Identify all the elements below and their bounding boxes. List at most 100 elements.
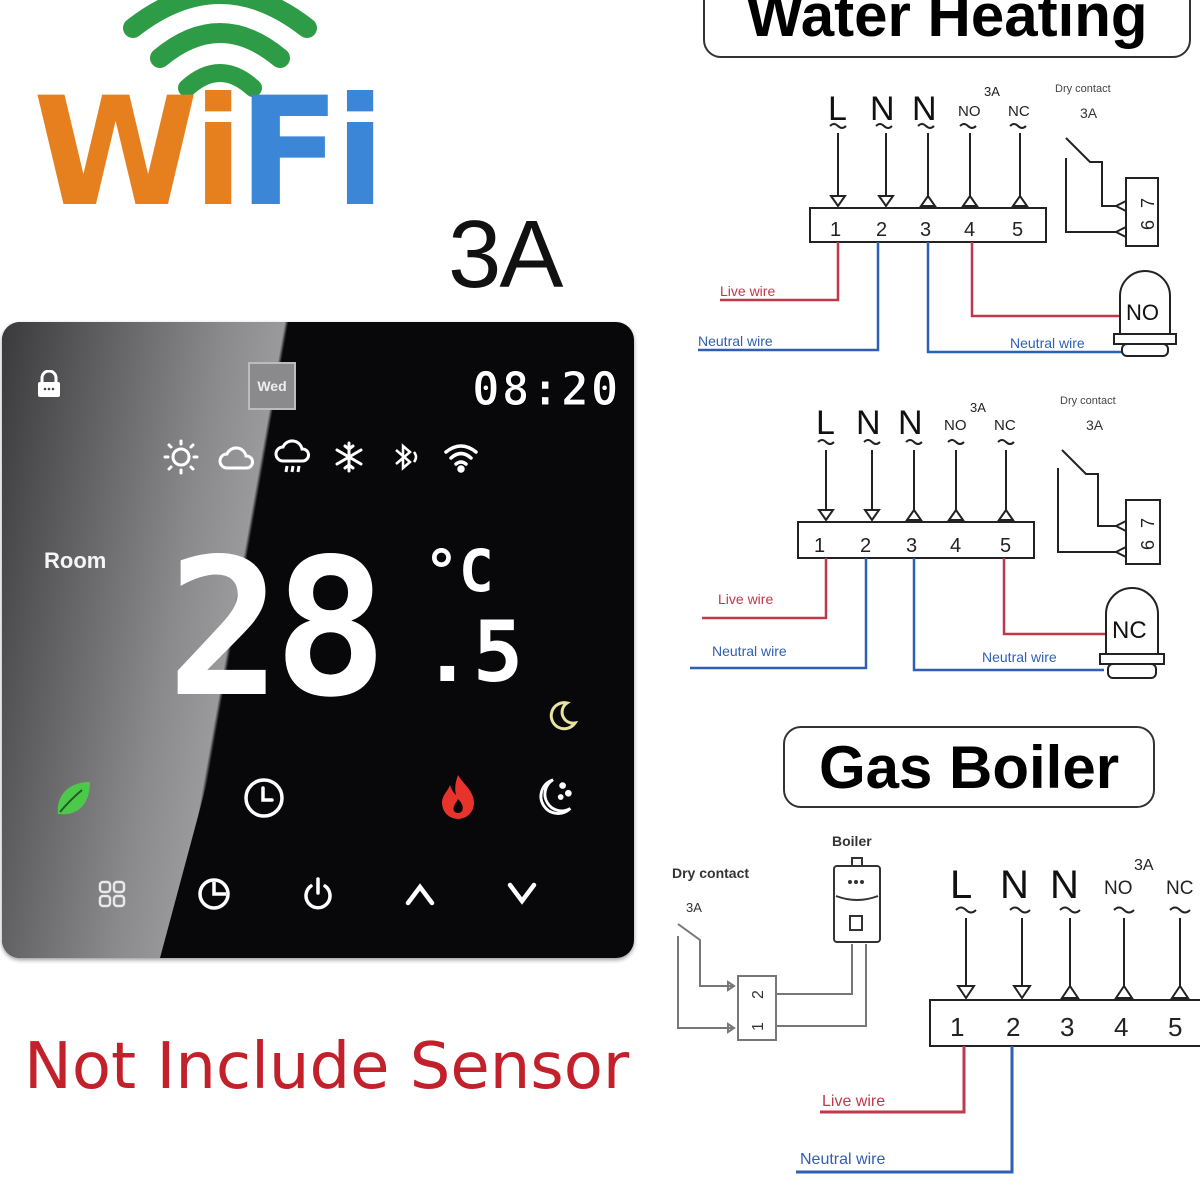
dry-contact-rating: 3A [1086,417,1104,433]
snowflake-icon [330,438,368,476]
wifi-letter-i2: i [334,66,385,240]
down-button[interactable] [500,872,544,916]
rain-cloud-icon [274,438,312,476]
power-button[interactable] [296,872,340,916]
clock-icon[interactable] [242,776,286,820]
neutral-wire-label: Neutral wire [800,1151,885,1168]
boiler-icon [833,857,881,943]
wifi-wordmark: WiFi [33,78,386,228]
dry-contact-label: Dry contact [1060,395,1116,407]
terminal-number-5: 5 [1012,219,1023,241]
terminal-number-3: 3 [1060,1012,1074,1042]
menu-button[interactable] [90,872,134,916]
terminal-label-no: NO [1104,878,1133,899]
dry-terminal-7: 7 [1138,198,1158,208]
chevron-up-icon [405,883,435,906]
terminal-number-1: 1 [830,219,841,241]
actuator-nc-icon [1099,587,1165,679]
wifi-icon [442,438,480,476]
gas-boiler-diagram: Boiler Dry contact 3A 12 L N N NO 3A NC … [672,833,1200,1174]
terminal-rating: 3A [984,84,1000,99]
status-icon-row [162,438,480,476]
neutral-wire-label-2: Neutral wire [1010,335,1085,351]
dry-terminal-6: 6 [1138,540,1158,550]
temperature-unit: °C [424,537,494,605]
neutral-wire-label: Neutral wire [712,643,787,659]
moon-icon [540,694,584,738]
terminal-label-no: NO [944,417,967,434]
terminal-label-n2: N [1050,863,1079,907]
terminal-number-2: 2 [1006,1012,1020,1042]
terminal-number-2: 2 [876,219,887,241]
leaf-icon[interactable] [50,776,94,820]
terminal-label-l: L [950,863,972,907]
terminal-label-no: NO [958,103,981,120]
terminal-number-4: 4 [964,219,975,241]
terminal-label-nc: NC [1008,103,1030,120]
neutral-wire-label: Neutral wire [698,333,773,349]
dry-contact-label: Dry contact [1055,83,1111,95]
water-heating-no-diagram: L N N NO 3A NC Dry contact 3A 1 2 3 4 5 … [698,83,1177,357]
terminal-number-4: 4 [950,535,961,557]
boiler-label: Boiler [832,833,872,849]
wifi-logo: WiFi [15,0,386,270]
terminal-label-n1: N [1000,863,1029,907]
sun-icon [162,438,200,476]
sensor-disclaimer: Not Include Sensor [24,1030,630,1104]
terminal-label-nc: NC [1166,878,1193,899]
wifi-letter-w: W [33,66,198,240]
terminal-label-n1: N [870,90,895,128]
terminal-label-n2: N [912,90,937,128]
wifi-letter-f: F [237,66,340,240]
terminal-rating: 3A [970,400,986,415]
actuator-nc-label: NC [1112,617,1147,644]
gas-boiler-title: Gas Boiler [783,726,1155,808]
terminal-number-1: 1 [950,1012,964,1042]
terminal-rating: 3A [1134,857,1154,874]
pie-clock-icon [198,878,230,910]
wifi-letter-i: i [192,66,243,240]
terminal-label-l: L [828,90,847,128]
rating-label: 3A [448,201,563,308]
bluetooth-icon [386,438,424,476]
room-label: Room [44,548,107,573]
terminal-number-5: 5 [1000,535,1011,557]
water-heating-title: Water Heating [703,0,1191,58]
terminal-label-l: L [816,404,835,442]
terminal-number-3: 3 [906,535,917,557]
lock-icon [36,369,62,403]
live-wire-label: Live wire [718,591,773,607]
terminal-number-3: 3 [920,219,931,241]
terminal-number-5: 5 [1168,1012,1182,1042]
boiler-terminal-2: 2 [750,990,767,999]
actuator-no-label: NO [1126,300,1159,325]
boiler-terminal-1: 1 [750,1022,767,1031]
dry-terminal-6: 6 [1138,220,1158,230]
terminal-label-nc: NC [994,417,1016,434]
temperature-display: 28 [167,518,388,739]
dry-contact-label: Dry contact [672,865,749,881]
terminal-label-n1: N [856,404,881,442]
thermostat-panel: Wed 08:20 Room 28 °C .5 [2,322,634,958]
dry-contact-rating: 3A [686,900,702,915]
moon-stars-icon[interactable] [532,776,576,820]
water-heating-nc-diagram: L N N NO 3A NC Dry contact 3A 1 2 3 4 5 … [690,395,1165,679]
neutral-wire-label-2: Neutral wire [982,649,1057,665]
clock-display: 08:20 [471,362,621,417]
flame-icon[interactable] [436,774,480,819]
terminal-number-1: 1 [814,535,825,557]
live-wire-label: Live wire [822,1093,885,1110]
schedule-button[interactable] [192,872,236,916]
dry-terminal-7: 7 [1138,518,1158,528]
dry-contact-rating: 3A [1080,105,1098,121]
day-indicator: Wed [248,362,296,410]
actuator-no-icon [1113,270,1177,357]
power-icon [304,877,332,910]
wifi-arcs-icon [123,0,317,97]
up-button[interactable] [398,872,442,916]
grid-icon [98,880,126,908]
chevron-down-icon [507,882,537,905]
temperature-decimal: .5 [422,603,524,701]
terminal-label-n2: N [898,404,923,442]
live-wire-label: Live wire [720,283,775,299]
